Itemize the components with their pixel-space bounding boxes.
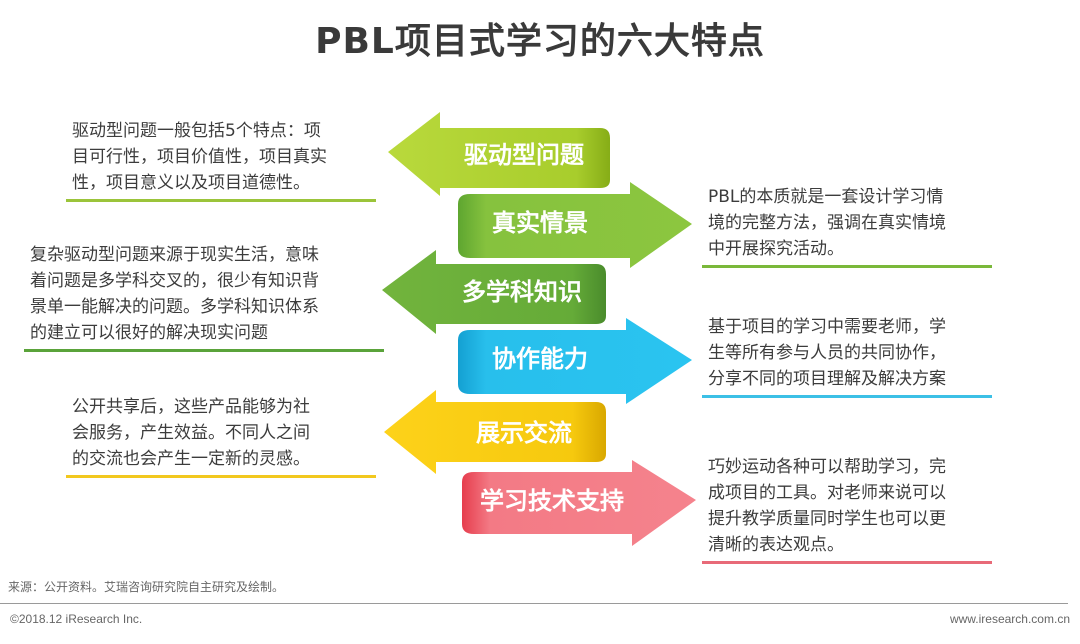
- description-line: 性，项目意义以及项目道德性。: [72, 173, 310, 193]
- description-collaboration: 基于项目的学习中需要老师，学 生等所有参与人员的共同协作， 分享不同的项目理解及…: [702, 314, 992, 398]
- description-line: 基于项目的学习中需要老师，学: [708, 317, 946, 337]
- description-line: 驱动型问题一般包括5个特点：项: [72, 121, 321, 141]
- description-presentation: 公开共享后，这些产品能够为社 会服务，产生效益。不同人之间 的交流也会产生一定新…: [66, 394, 376, 478]
- arrow-multidisciplinary: 多学科知识: [382, 250, 606, 334]
- copyright: ©2018.12 iResearch Inc.: [10, 612, 143, 626]
- description-driving-question: 驱动型问题一般包括5个特点：项 目可行性，项目价值性，项目真实 性，项目意义以及…: [66, 118, 376, 202]
- description-line: 清晰的表达观点。: [708, 535, 844, 555]
- description-line: 复杂驱动型问题来源于现实生活，意味: [30, 245, 319, 265]
- description-underline: [702, 561, 992, 564]
- description-line: 公开共享后，这些产品能够为社: [72, 397, 310, 417]
- description-line: 巧妙运动各种可以帮助学习，完: [708, 457, 946, 477]
- description-underline: [24, 349, 384, 352]
- description-line: 境的完整方法，强调在真实情境: [708, 213, 946, 233]
- description-tech-support: 巧妙运动各种可以帮助学习，完 成项目的工具。对老师来说可以 提升教学质量同时学生…: [702, 454, 992, 564]
- arrow-real-scenario: 真实情景: [458, 182, 692, 268]
- description-underline: [702, 265, 992, 268]
- arrow-label: 学习技术支持: [480, 487, 624, 515]
- arrow-label: 驱动型问题: [464, 141, 584, 169]
- description-line: 着问题是多学科交叉的，很少有知识背: [30, 271, 319, 291]
- arrow-label: 展示交流: [476, 419, 572, 447]
- arrow-collaboration: 协作能力: [458, 318, 692, 404]
- description-underline: [702, 395, 992, 398]
- arrow-label: 协作能力: [492, 345, 588, 373]
- arrow-tech-support: 学习技术支持: [462, 460, 696, 546]
- arrow-driving-question: 驱动型问题: [388, 112, 610, 196]
- arrow-label: 真实情景: [492, 209, 588, 237]
- description-line: PBL的本质就是一套设计学习情: [708, 187, 944, 207]
- description-multidisciplinary: 复杂驱动型问题来源于现实生活，意味 着问题是多学科交叉的，很少有知识背 景单一能…: [24, 242, 384, 352]
- description-line: 生等所有参与人员的共同协作，: [708, 343, 946, 363]
- arrow-presentation: 展示交流: [384, 390, 606, 474]
- description-underline: [66, 475, 376, 478]
- source-note: 来源：公开资料。艾瑞咨询研究院自主研究及绘制。: [8, 580, 285, 594]
- description-line: 景单一能解决的问题。多学科知识体系: [30, 297, 319, 317]
- arrow-label: 多学科知识: [462, 278, 582, 306]
- description-line: 成项目的工具。对老师来说可以: [708, 483, 946, 503]
- description-underline: [66, 199, 376, 202]
- description-line: 分享不同的项目理解及解决方案: [708, 369, 946, 389]
- description-line: 提升教学质量同时学生也可以更: [708, 509, 946, 529]
- description-line: 的交流也会产生一定新的灵感。: [72, 449, 310, 469]
- description-line: 目可行性，项目价值性，项目真实: [72, 147, 327, 167]
- description-line: 会服务，产生效益。不同人之间: [72, 423, 310, 443]
- website-link[interactable]: www.iresearch.com.cn: [949, 612, 1070, 626]
- description-line: 中开展探究活动。: [708, 239, 844, 259]
- description-line: 的建立可以很好的解决现实问题: [30, 323, 268, 343]
- description-real-scenario: PBL的本质就是一套设计学习情 境的完整方法，强调在真实情境 中开展探究活动。: [702, 184, 992, 268]
- footer-divider: [0, 603, 1068, 604]
- page-title: PBL项目式学习的六大特点: [315, 21, 765, 62]
